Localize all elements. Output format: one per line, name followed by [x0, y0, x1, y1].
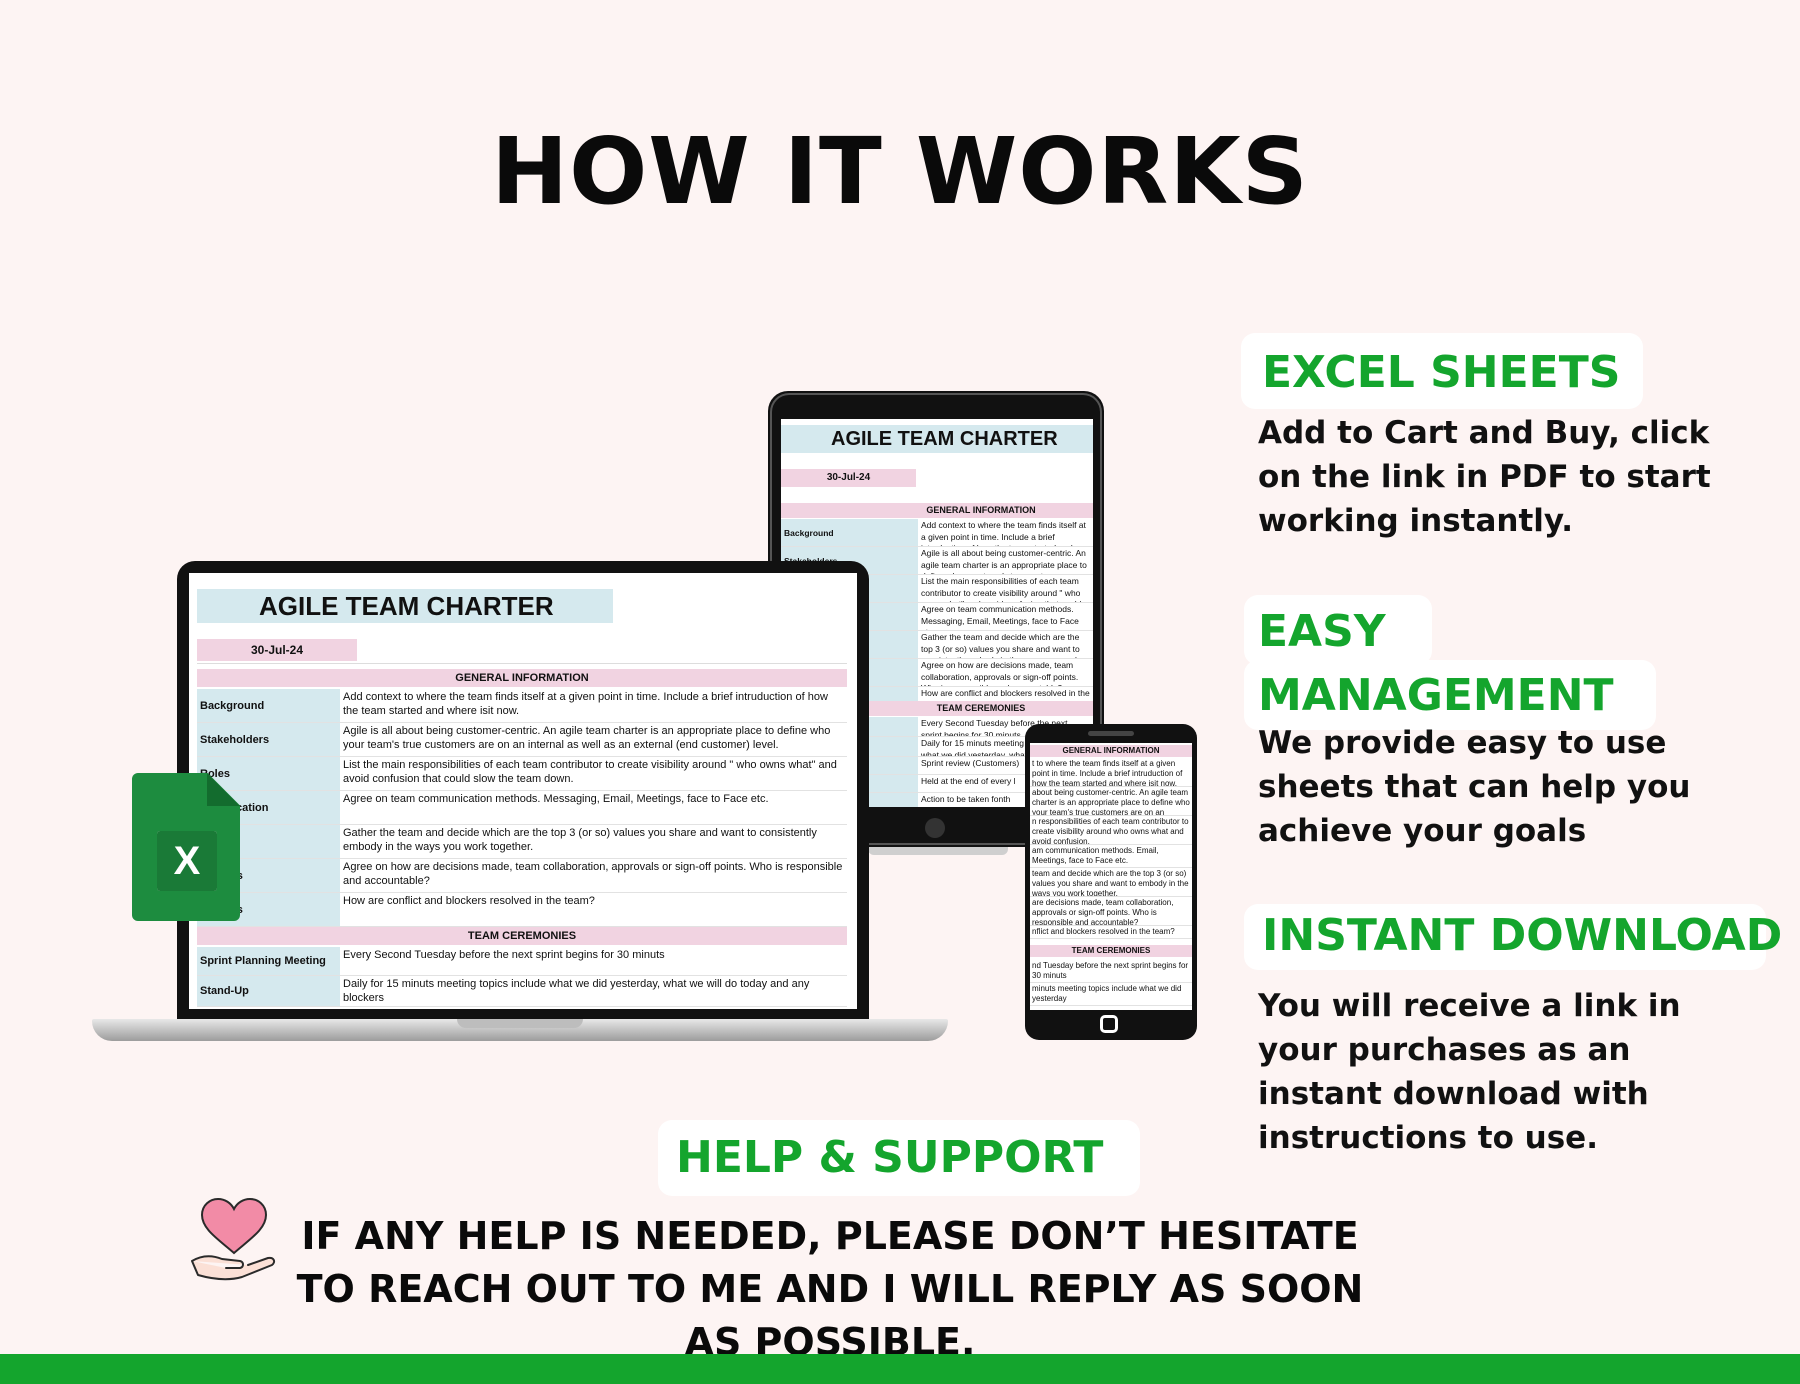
phone-ceremonies: nd Tuesday before the next sprint begins…	[1030, 960, 1192, 1006]
table-row: mmunicationAgree on team communication m…	[197, 791, 847, 825]
easy-pill-bottom	[1244, 660, 1656, 730]
row-value: Add context to where the team finds itse…	[343, 691, 828, 717]
table-row: luesGather the team and decide which are…	[197, 825, 847, 859]
row-value: Daily for 15 minuts meeting topics inclu…	[343, 978, 810, 1004]
phone-screen: GENERAL INFORMATION t to where the team …	[1030, 743, 1192, 1010]
feature-body-excel-sheets: Add to Cart and Buy, click on the link i…	[1258, 415, 1711, 539]
row-label: Background	[197, 689, 340, 722]
row-value: List the main responsibilities of each t…	[343, 759, 837, 785]
date-cell: 30-Jul-24	[781, 469, 916, 487]
help-support-pill	[658, 1120, 1140, 1196]
sheet-title: AGILE TEAM CHARTER	[197, 589, 613, 623]
excel-icon: X	[132, 773, 240, 921]
section-team-ceremonies: TEAM CEREMONIES	[197, 927, 847, 945]
feature-title-excel-sheets: EXCEL SHEETS	[1262, 347, 1621, 398]
list-item: team and decide which are the top 3 (or …	[1030, 868, 1192, 897]
section-general-information: GENERAL INFORMATION	[781, 503, 1093, 518]
feature-title-instant-download: INSTANT DOWNLOAD	[1262, 910, 1783, 961]
section-general-information: GENERAL INFORMATION	[1030, 745, 1192, 757]
list-item: are decisions made, team collaboration, …	[1030, 897, 1192, 926]
excel-sheets-pill	[1241, 333, 1643, 409]
help-support-title: HELP & SUPPORT	[676, 1132, 1104, 1183]
row-value: Add context to where the team finds itse…	[921, 520, 1086, 546]
bottom-accent-bar	[0, 1354, 1800, 1384]
list-item: am communication methods. Email, Meeting…	[1030, 845, 1192, 868]
row-label: Sprint Planning Meeting	[197, 947, 340, 975]
feature-title-easy: EASY	[1258, 606, 1386, 657]
row-value: Every Second Tuesday before the next spr…	[921, 718, 1068, 736]
row-value: List the main responsibilities of each t…	[921, 576, 1081, 602]
list-item: nd Tuesday before the next sprint begins…	[1030, 960, 1192, 983]
row-label: Background	[781, 519, 918, 546]
section-general-information: GENERAL INFORMATION	[197, 669, 847, 687]
list-item: t to where the team finds itself at a gi…	[1030, 758, 1192, 787]
row-label: Stakeholders	[197, 723, 340, 756]
feature-body-instant-download: You will receive a link in your purchase…	[1258, 988, 1681, 1156]
row-value: Gather the team and decide which are the…	[921, 632, 1080, 658]
row-value: Agree on how are decisions made, team co…	[343, 861, 843, 887]
row-value: Daily for 15 minuts meeting topics inclu…	[921, 738, 1090, 756]
list-item: n responsibilities of each team contribu…	[1030, 816, 1192, 845]
list-item: minuts meeting topics include what we di…	[1030, 983, 1192, 1006]
laptop-base	[92, 1019, 948, 1041]
table-row: ProcessAgree on how are decisions made, …	[197, 859, 847, 893]
row-value: Sprint review (Customers)	[921, 758, 1020, 768]
row-value: Gather the team and decide which are the…	[343, 827, 817, 853]
row-value: Agree on team communication methods. Mes…	[343, 793, 769, 805]
sheet-title: AGILE TEAM CHARTER	[781, 425, 1093, 453]
list-item: about being customer-centric. An agile t…	[1030, 787, 1192, 816]
feature-title-management: MANAGEMENT	[1258, 670, 1614, 721]
phone-device: GENERAL INFORMATION t to where the team …	[1025, 724, 1197, 1040]
laptop-screen: AGILE TEAM CHARTER 30-Jul-24 GENERAL INF…	[189, 573, 857, 1009]
row-value: Action to be taken fonth	[921, 794, 1011, 804]
heart-hand-icon	[188, 1195, 280, 1283]
laptop-device: AGILE TEAM CHARTER 30-Jul-24 GENERAL INF…	[92, 561, 948, 1046]
excel-icon-letter: X	[157, 831, 217, 891]
row-value: How are conflict and blockers resolved i…	[343, 895, 595, 907]
list-item: nflict and blockers resolved in the team…	[1030, 926, 1192, 939]
table-row: ProcessHow are conflict and blockers res…	[197, 893, 847, 927]
row-label: Stand-Up	[197, 976, 340, 1006]
easy-pill-top	[1244, 595, 1432, 665]
row-value: Held at the end of every l	[921, 776, 1016, 786]
date-cell: 30-Jul-24	[197, 639, 357, 661]
row-value: Every Second Tuesday before the next spr…	[343, 949, 665, 961]
row-value: Agree on how are decisions made, team co…	[921, 660, 1079, 686]
tablet-home-button	[925, 818, 945, 838]
row-value: Agree on team communication methods. Mes…	[921, 604, 1079, 630]
row-value: Agile is all about being customer-centri…	[343, 725, 831, 751]
phone-rows: t to where the team finds itself at a gi…	[1030, 758, 1192, 939]
feature-body-easy-management: We provide easy to use sheets that can h…	[1258, 725, 1691, 849]
row-value: Agile is all about being customer-centri…	[921, 548, 1087, 574]
page-title: HOW IT WORKS	[491, 118, 1309, 225]
section-team-ceremonies: TEAM CEREMONIES	[1030, 945, 1192, 957]
instant-download-pill	[1244, 904, 1766, 970]
help-message: IF ANY HELP IS NEEDED, PLEASE DON’T HESI…	[296, 1214, 1364, 1364]
phone-home-button	[1100, 1015, 1118, 1033]
